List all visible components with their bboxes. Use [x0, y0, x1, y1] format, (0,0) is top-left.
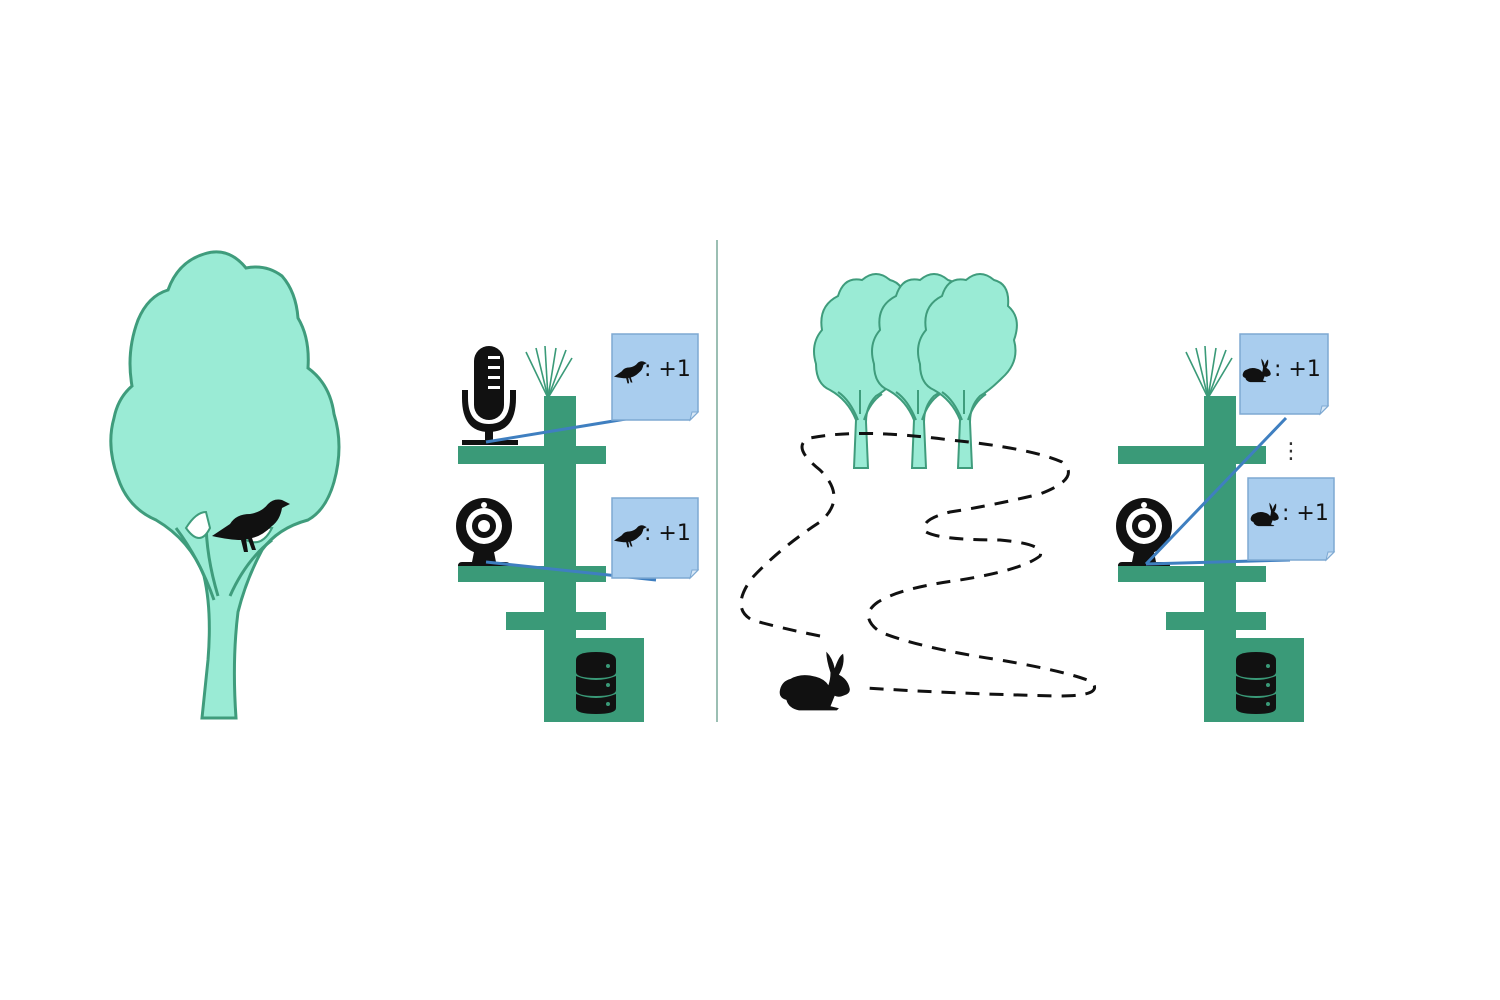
database-icon: [1236, 652, 1276, 714]
link-line: [1144, 416, 1288, 566]
detection-note: : +1: [1247, 477, 1336, 562]
webcam-icon: [1116, 498, 1172, 566]
microphone-icon: [462, 346, 518, 445]
detection-note: : +1: [1239, 333, 1330, 416]
webcam-icon: [456, 498, 512, 566]
rabbit-icon: [779, 651, 850, 711]
tree-group-icon: [813, 273, 1018, 469]
note-count: : +1: [1282, 501, 1329, 526]
station-shelf-middle: [458, 566, 606, 582]
left-panel: : +1 : +1: [109, 250, 700, 722]
antenna-icon: [1185, 345, 1233, 399]
antenna-icon: [525, 345, 573, 399]
tree-icon: [109, 250, 341, 720]
note-count: : +1: [644, 521, 691, 546]
right-panel: : +1 ⋮ : +1: [739, 273, 1336, 722]
detection-note: : +1: [611, 497, 700, 580]
note-count: : +1: [644, 357, 691, 382]
detection-note: : +1: [611, 333, 700, 422]
station-shelf-bottom: [506, 612, 606, 630]
database-icon: [576, 652, 616, 714]
dashed-path-icon: [739, 431, 1096, 698]
station-shelf-top: [1118, 446, 1266, 464]
more-notes-ellipsis: ⋮: [1280, 439, 1302, 464]
station-shelf-bottom: [1166, 612, 1266, 630]
note-count: : +1: [1274, 357, 1321, 382]
station-shelf-top: [458, 446, 606, 464]
station-shelf-middle: [1118, 566, 1266, 582]
